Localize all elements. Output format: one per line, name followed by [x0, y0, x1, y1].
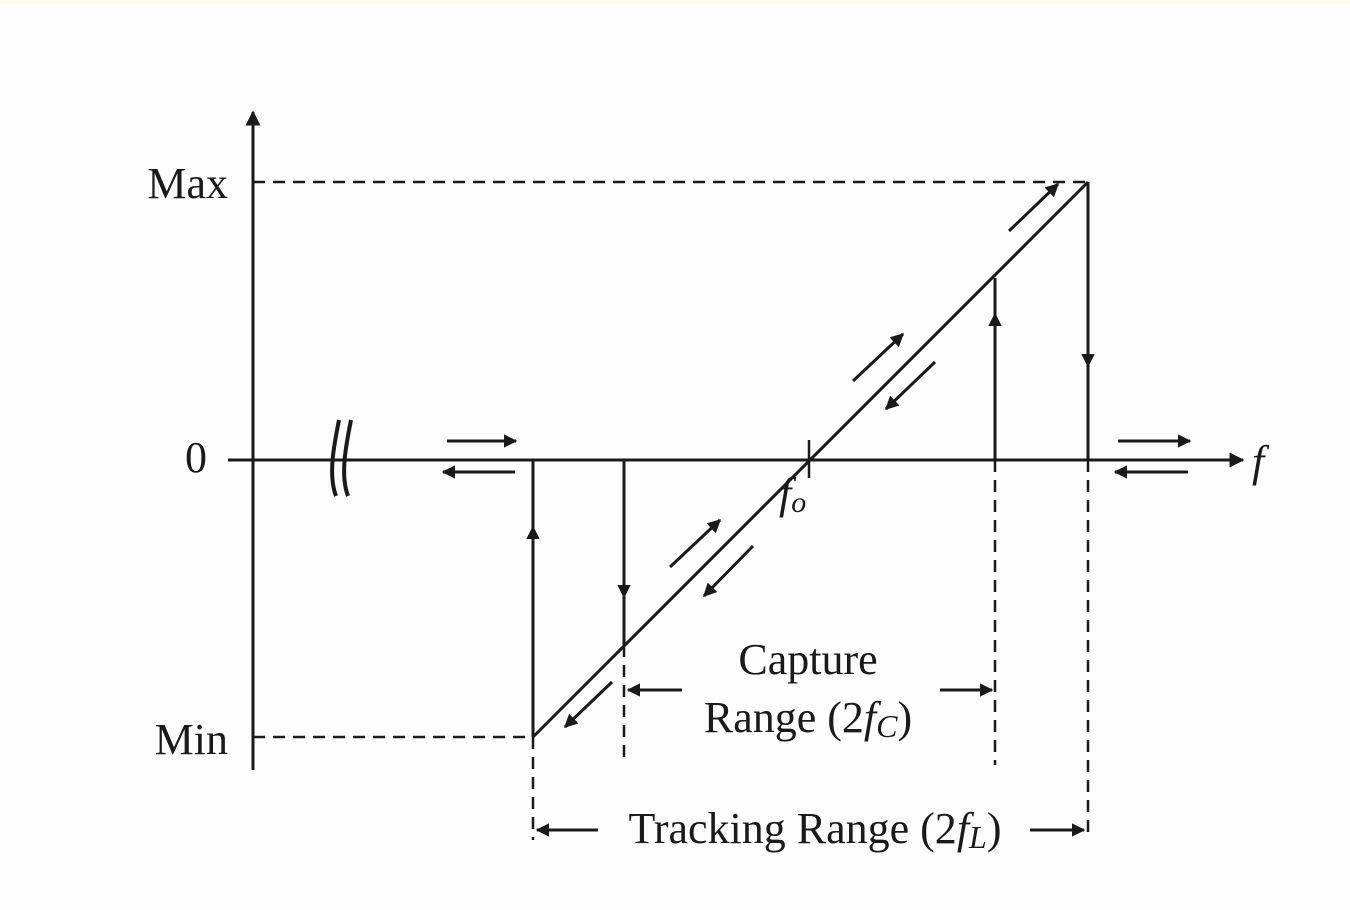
y-label-max: Max	[147, 159, 228, 208]
diag-arrow-mid-up	[851, 332, 905, 383]
diag-arrow-low-down	[702, 544, 755, 598]
capture-range-label-line2: Range (2fC)	[704, 693, 912, 744]
y-label-zero: 0	[185, 433, 207, 482]
diag-arrow-low-up	[668, 518, 722, 569]
x-axis-label: f	[1252, 437, 1270, 486]
y-label-min: Min	[155, 715, 228, 764]
diag-arrow-bottom	[563, 680, 614, 729]
axis-break-icon	[330, 419, 353, 497]
capture-range-label-line1: Capture	[738, 635, 877, 684]
top-edge-band	[0, 0, 1350, 4]
tracking-range-label: Tracking Range (2fL)	[628, 804, 1001, 855]
diag-arrow-top	[1007, 182, 1060, 233]
diag-arrow-mid-down	[884, 360, 937, 411]
